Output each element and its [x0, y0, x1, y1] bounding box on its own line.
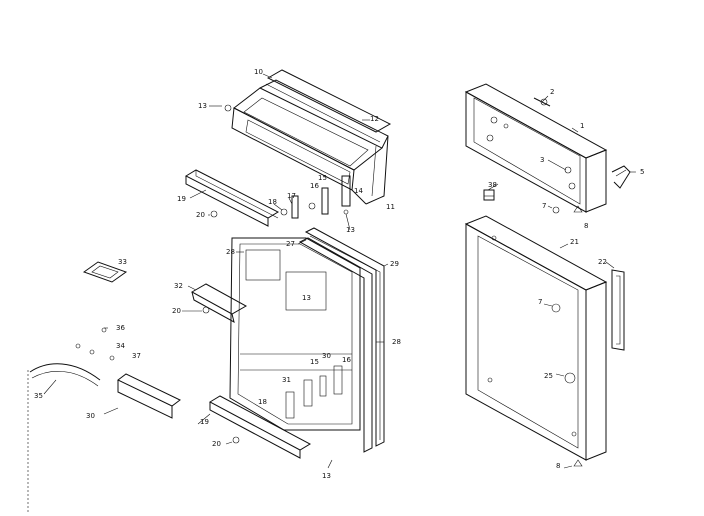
freezer-shelf-rail: [184, 169, 280, 227]
callout-16: 16: [310, 182, 319, 190]
freezer-hinge-parts: [210, 104, 351, 219]
callout-19: 19: [200, 418, 209, 426]
callout-3: 3: [540, 156, 544, 164]
callout-37: 37: [132, 352, 141, 360]
callout-19: 19: [177, 195, 186, 203]
callout-20: 20: [172, 307, 181, 315]
screw-20c: [232, 436, 240, 444]
callout-16: 16: [342, 356, 351, 364]
callout-36: 36: [116, 324, 125, 332]
callout-14: 14: [354, 187, 363, 195]
bottom-door-frame: [464, 215, 608, 461]
fresh-food-door-liner: [229, 237, 361, 431]
lower-door-shelf: [208, 395, 312, 459]
callout-8: 8: [556, 462, 560, 470]
callout-38: 38: [488, 181, 497, 189]
screw-20b: [202, 306, 210, 314]
callout-2: 2: [550, 88, 554, 96]
callout-20: 20: [212, 440, 221, 448]
callout-12: 12: [370, 115, 379, 123]
callout-31: 31: [282, 376, 291, 384]
callout-7: 7: [542, 202, 546, 210]
callout-25: 25: [544, 372, 553, 380]
callout-11: 11: [386, 203, 395, 211]
callout-28: 28: [226, 248, 235, 256]
callout-33: 33: [118, 258, 127, 266]
handle-trim-parts: [27, 327, 181, 512]
callout-7: 7: [538, 298, 542, 306]
callout-35: 35: [34, 392, 43, 400]
callout-5: 5: [640, 168, 644, 176]
leader-lines: [43, 73, 636, 469]
callout-13: 13: [346, 226, 355, 234]
fresh-food-door-gasket: [298, 227, 385, 453]
stop-38: [483, 189, 495, 201]
callout-17: 17: [287, 192, 296, 200]
callout-labels: 10 13 12 19 20 17 18 15 16 14 11 13 28 2…: [34, 68, 644, 480]
callout-22: 22: [598, 258, 607, 266]
callout-34: 34: [116, 342, 125, 350]
callout-28: 28: [392, 338, 401, 346]
top-door-frame: [464, 83, 608, 213]
callout-8: 8: [584, 222, 588, 230]
door-shelf-bar: [190, 283, 248, 323]
callout-13: 13: [198, 102, 207, 110]
door-handle-22: [611, 269, 625, 351]
callout-15: 15: [318, 174, 327, 182]
callout-13: 13: [322, 472, 331, 480]
callout-18: 18: [258, 398, 267, 406]
callout-30: 30: [86, 412, 95, 420]
callout-18: 18: [268, 198, 277, 206]
callout-1: 1: [580, 122, 584, 130]
freezer-door-gasket: [266, 69, 392, 133]
callout-13: 13: [302, 294, 311, 302]
callout-21: 21: [570, 238, 579, 246]
callout-29: 29: [390, 260, 399, 268]
hinge-bracket-5: [611, 165, 631, 189]
handle-33: [82, 261, 128, 283]
freezer-door-liner: [231, 79, 389, 205]
callout-32: 32: [174, 282, 183, 290]
callout-30: 30: [322, 352, 331, 360]
callout-27: 27: [286, 240, 295, 248]
callout-20: 20: [196, 211, 205, 219]
callout-10: 10: [254, 68, 263, 76]
fasteners-right: [551, 205, 583, 467]
callout-15: 15: [310, 358, 319, 366]
